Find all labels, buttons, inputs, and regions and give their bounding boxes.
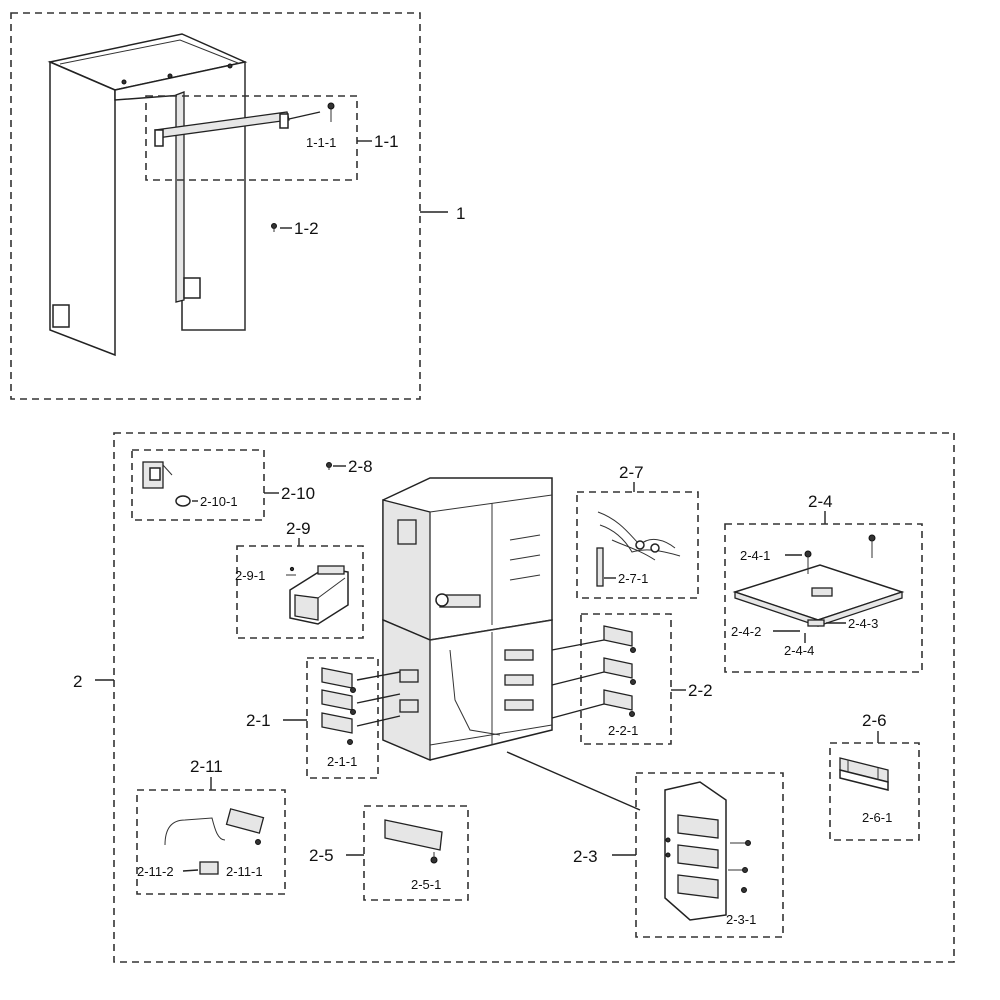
- label-2-5: 2-5: [309, 846, 334, 865]
- part-2-10: [142, 461, 191, 507]
- label-2-3-1: 2-3-1: [726, 912, 756, 927]
- subassembly-2-4-box: [724, 523, 923, 673]
- wire-harness-2-7: [596, 511, 681, 587]
- label-2-10: 2-10: [281, 484, 315, 503]
- label-2-11: 2-11: [190, 757, 223, 776]
- label-2-6: 2-6: [862, 711, 887, 730]
- assembly-1-box: [10, 12, 421, 400]
- label-2-3: 2-3: [573, 847, 598, 866]
- screw-1-2: [271, 223, 277, 232]
- screw-2-4-1b: [868, 534, 876, 558]
- label-2-9-1: 2-9-1: [235, 568, 265, 583]
- inner-liner: [382, 477, 553, 761]
- part-2-9: [286, 565, 349, 625]
- label-2-4-2: 2-4-2: [731, 624, 761, 639]
- label-2-2-1: 2-2-1: [608, 723, 638, 738]
- label-2-4-4: 2-4-4: [784, 643, 814, 658]
- top-cross-bracket: [154, 111, 290, 147]
- label-2-10-1: 2-10-1: [200, 494, 238, 509]
- label-2-6-1: 2-6-1: [862, 810, 892, 825]
- label-1-2: 1-2: [294, 219, 319, 238]
- bracket-2-6: [839, 757, 889, 791]
- cover-plate-2-4: [732, 564, 905, 627]
- label-2-7: 2-7: [619, 463, 644, 482]
- label-1-1: 1-1: [374, 132, 399, 151]
- subassembly-2-11-box: [136, 789, 286, 895]
- brackets-2-1: [321, 667, 356, 745]
- evaporator-cover-2-3: [664, 781, 751, 921]
- screw-1-1-1: [327, 102, 335, 122]
- label-2-5-1: 2-5-1: [411, 877, 441, 892]
- screw-2-8: [326, 462, 332, 470]
- subassembly-2-7-box: [576, 491, 699, 599]
- label-2-1-1: 2-1-1: [327, 754, 357, 769]
- label-2-11-1: 2-11-1: [226, 864, 263, 879]
- label-2: 2: [73, 672, 82, 691]
- screw-2-4-1: [804, 550, 812, 574]
- subassembly-2-5-box: [363, 805, 469, 901]
- subassembly-2-10-box: [131, 449, 265, 521]
- label-1: 1: [456, 204, 465, 223]
- subassembly-2-6-box: [829, 742, 920, 841]
- label-2-1: 2-1: [246, 711, 271, 730]
- label-2-2: 2-2: [688, 681, 713, 700]
- subassembly-2-9-box: [236, 545, 364, 639]
- label-1-1-1: 1-1-1: [306, 135, 336, 150]
- clip-2-4-3: [807, 619, 825, 627]
- label-2-8: 2-8: [348, 457, 373, 476]
- brackets-2-2: [603, 625, 636, 717]
- cabinet-outer-case: [47, 33, 248, 357]
- assembly-2-box: [113, 432, 955, 963]
- label-2-7-1: 2-7-1: [618, 571, 648, 586]
- board-2-5: [384, 819, 443, 864]
- label-2-9: 2-9: [286, 519, 311, 538]
- heater-harness-2-11: [164, 808, 265, 875]
- label-2-4: 2-4: [808, 492, 833, 511]
- label-2-4-1: 2-4-1: [740, 548, 770, 563]
- subassembly-1-1-box: [145, 95, 358, 181]
- label-2-11-2: 2-11-2: [137, 864, 174, 879]
- subassembly-2-2-box: [580, 613, 672, 745]
- label-2-4-3: 2-4-3: [848, 616, 878, 631]
